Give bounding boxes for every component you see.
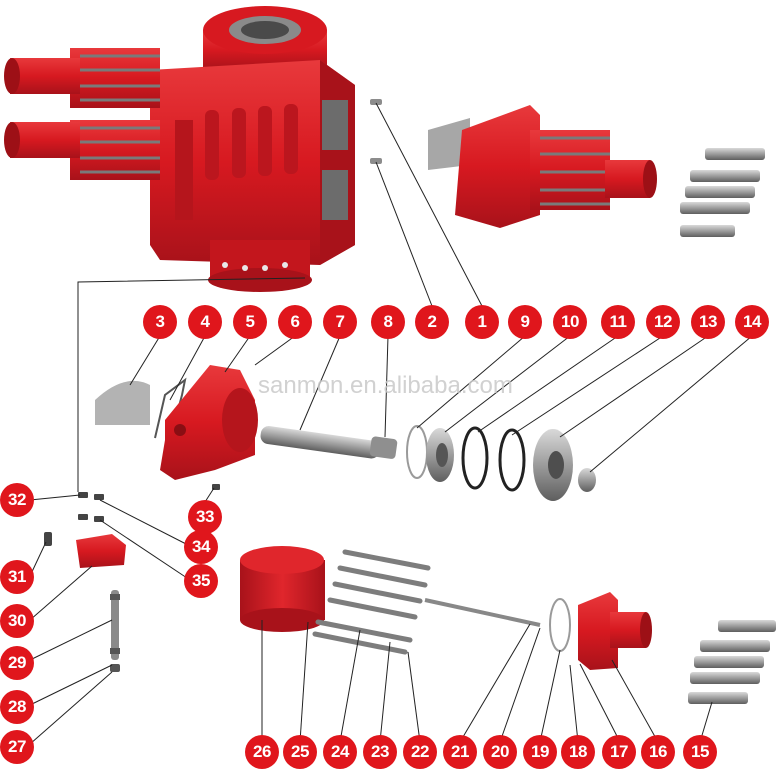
callout-29: 29 bbox=[0, 646, 34, 680]
nut-part-14 bbox=[578, 468, 596, 492]
callout-19: 19 bbox=[523, 735, 557, 769]
o-ring-part-9 bbox=[406, 425, 428, 479]
callout-24: 24 bbox=[323, 735, 357, 769]
seal-ring-part-11 bbox=[461, 426, 489, 490]
callout-2: 2 bbox=[415, 305, 449, 339]
callout-30: 30 bbox=[0, 604, 34, 638]
pin-part-1 bbox=[370, 99, 382, 105]
bolt-set-lower bbox=[688, 620, 776, 704]
callout-5: 5 bbox=[233, 305, 267, 339]
callout-6: 6 bbox=[278, 305, 312, 339]
callout-17: 17 bbox=[602, 735, 636, 769]
ram-block-part-3 bbox=[95, 380, 150, 425]
callout-21: 21 bbox=[443, 735, 477, 769]
callout-8: 8 bbox=[371, 305, 405, 339]
piston-rod-part-7 bbox=[260, 426, 398, 459]
callout-10: 10 bbox=[553, 305, 587, 339]
piston-part-13 bbox=[533, 429, 573, 501]
callout-16: 16 bbox=[641, 735, 675, 769]
callout-9: 9 bbox=[508, 305, 542, 339]
cylinder-part-26 bbox=[240, 546, 325, 632]
bop-main-body bbox=[4, 6, 355, 292]
o-ring-part-19 bbox=[549, 598, 571, 652]
watermark: sanmon.en.alibaba.com bbox=[258, 372, 513, 399]
end-cap-part-16 bbox=[578, 592, 652, 670]
callout-3: 3 bbox=[143, 305, 177, 339]
callout-23: 23 bbox=[363, 735, 397, 769]
bolt-set-upper bbox=[680, 148, 765, 237]
callout-22: 22 bbox=[403, 735, 437, 769]
rod-parts-27-29 bbox=[110, 590, 120, 672]
pin-part-2 bbox=[370, 158, 382, 164]
callout-34: 34 bbox=[184, 530, 218, 564]
callout-33: 33 bbox=[188, 500, 222, 534]
assembled-operator bbox=[428, 105, 657, 228]
callout-32: 32 bbox=[0, 483, 34, 517]
leader-lines bbox=[29, 102, 753, 745]
callout-27: 27 bbox=[0, 730, 34, 764]
callout-4: 4 bbox=[188, 305, 222, 339]
callout-12: 12 bbox=[646, 305, 680, 339]
callout-35: 35 bbox=[184, 564, 218, 598]
bonnet-part-5 bbox=[160, 365, 258, 480]
callout-31: 31 bbox=[0, 560, 34, 594]
callout-26: 26 bbox=[245, 735, 279, 769]
callout-14: 14 bbox=[735, 305, 769, 339]
ring-part-10 bbox=[426, 428, 454, 482]
seal-ring-part-12 bbox=[498, 428, 526, 492]
callout-20: 20 bbox=[483, 735, 517, 769]
rod-part-21 bbox=[424, 598, 541, 627]
callout-28: 28 bbox=[0, 690, 34, 724]
block-part-30 bbox=[76, 534, 126, 568]
callout-11: 11 bbox=[601, 305, 635, 339]
callout-25: 25 bbox=[283, 735, 317, 769]
tie-rods-parts-22-25 bbox=[312, 549, 431, 655]
callout-7: 7 bbox=[323, 305, 357, 339]
callout-13: 13 bbox=[691, 305, 725, 339]
callout-1: 1 bbox=[465, 305, 499, 339]
callout-18: 18 bbox=[561, 735, 595, 769]
callout-15: 15 bbox=[683, 735, 717, 769]
